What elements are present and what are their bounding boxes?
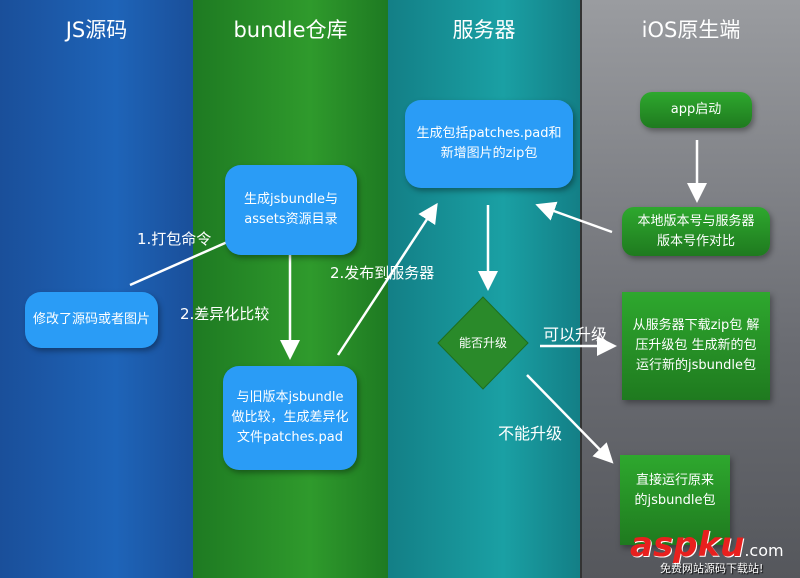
lane-title: JS源码	[65, 18, 128, 42]
edge-label-diff: 2.差异化比较	[180, 305, 270, 323]
node-modified-source: 修改了源码或者图片	[25, 292, 158, 348]
edge-label-no: 不能升级	[498, 424, 563, 443]
node-compare-version: 本地版本号与服务器版本号作对比	[622, 207, 770, 256]
node-compare-old: 与旧版本jsbundle做比较，生成差异化文件patches.pad	[223, 366, 357, 470]
lane-title: iOS原生端	[641, 18, 741, 42]
arrow-compare-to-server	[535, 201, 613, 234]
node-can-upgrade: 能否升级	[458, 336, 507, 350]
lane-bundle-repo: bundle仓库	[193, 0, 388, 578]
edge-label-publish: 2.发布到服务器	[330, 264, 435, 282]
node-gen-zip: 生成包括patches.pad和新增图片的zip包	[405, 100, 573, 188]
arrow-no	[526, 374, 614, 464]
lane-js-source: JS源码	[0, 0, 193, 578]
node-run-original: 直接运行原来的jsbundle包	[620, 455, 730, 545]
lane-title: bundle仓库	[233, 18, 348, 42]
edge-label-pack: 1.打包命令	[137, 230, 212, 248]
node-download-upgrade: 从服务器下载zip包 解压升级包 生成新的包 运行新的jsbundle包	[622, 292, 770, 400]
edge-label-yes: 可以升级	[543, 325, 608, 344]
node-app-start: app启动	[640, 92, 752, 128]
watermark-logo: aspku.com 免费网站源码下载站!	[630, 525, 784, 575]
node-gen-jsbundle: 生成jsbundle与assets资源目录	[225, 165, 357, 255]
arrow-publish	[336, 202, 438, 356]
decision-diamond	[437, 296, 529, 390]
lane-title: 服务器	[452, 18, 516, 42]
